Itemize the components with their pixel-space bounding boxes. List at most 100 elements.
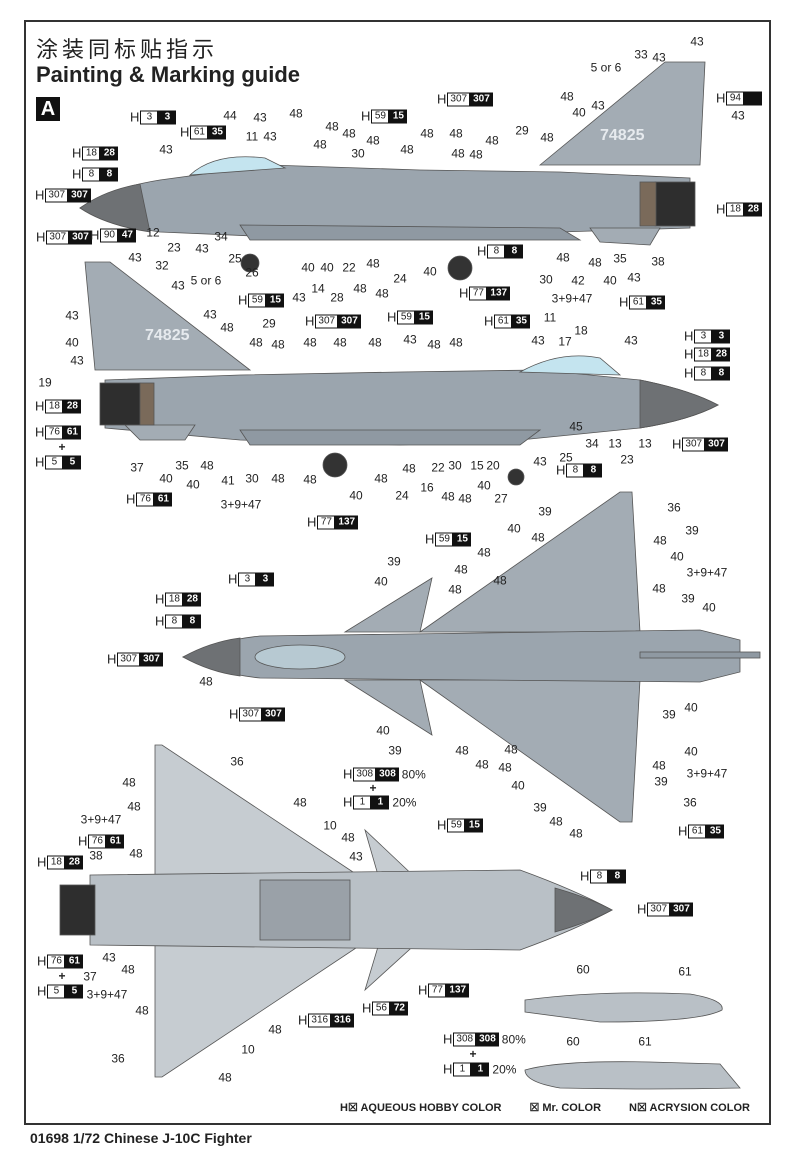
- part-number-label: 33: [634, 47, 648, 62]
- wing-lower: [154, 939, 370, 1078]
- mr-color-code: 28: [100, 146, 119, 160]
- hobby-color-code: 308: [453, 1032, 477, 1046]
- part-number-label: 40: [159, 471, 173, 486]
- mr-color-code: 28: [63, 399, 82, 413]
- part-number-label: 48: [540, 130, 554, 145]
- hobby-color-prefix: H: [298, 1012, 308, 1028]
- part-number-label: 48: [271, 471, 285, 486]
- fuel-tank-upper: [524, 992, 723, 1023]
- part-number-label: 38: [89, 848, 103, 863]
- mr-color-code: 28: [744, 202, 763, 216]
- part-number-label: 60: [576, 962, 590, 977]
- part-number-label: 48: [199, 674, 213, 689]
- mr-color-code: 307: [705, 437, 728, 451]
- part-number-label: 17: [558, 334, 572, 349]
- guide-frame: [24, 20, 771, 1125]
- part-number-label: 25: [228, 251, 242, 266]
- part-number-label: 39: [533, 800, 547, 815]
- part-number-label: 48: [249, 335, 263, 350]
- part-number-label: 39: [654, 774, 668, 789]
- part-number-label: 48: [560, 89, 574, 104]
- part-number-label: 40: [572, 105, 586, 120]
- side-view-right: 74825: [84, 261, 719, 486]
- part-number-label: 43: [159, 142, 173, 157]
- part-number-label: 36: [667, 500, 681, 515]
- part-number-label: 48: [493, 573, 507, 588]
- part-number-label: 39: [538, 504, 552, 519]
- mr-color-code: 3: [256, 572, 275, 586]
- part-number-label: 48: [498, 760, 512, 775]
- part-number-label: 16: [420, 480, 434, 495]
- hobby-color-code: 3: [694, 329, 713, 343]
- hobby-color-code: 76: [136, 492, 155, 506]
- mix-percent: 20%: [492, 1062, 517, 1076]
- part-number-label: 48: [366, 256, 380, 271]
- mix-plus-sign: +: [369, 781, 377, 795]
- part-number-label: 43: [591, 98, 605, 113]
- mr-color-code: 308: [376, 767, 399, 781]
- hobby-color-prefix: H: [684, 365, 694, 381]
- part-number-label: 12: [146, 225, 160, 240]
- part-number-label: 48: [441, 489, 455, 504]
- mr-color-code: 15: [453, 532, 472, 546]
- part-number-label: 14: [311, 281, 325, 296]
- part-number-label: 11: [543, 310, 557, 325]
- part-number-label: 48: [342, 126, 356, 141]
- mr-color-code: 8: [505, 244, 524, 258]
- part-number-label: 48: [293, 795, 307, 810]
- exhaust-nozzle: [654, 181, 696, 227]
- mr-color-code: 307: [68, 188, 91, 202]
- part-number-label: 48: [402, 461, 416, 476]
- part-number-label: 30: [448, 458, 462, 473]
- canopy: [518, 355, 622, 376]
- part-number-label: 48: [271, 337, 285, 352]
- part-number-label: 36: [230, 754, 244, 769]
- part-number-label: 43: [533, 454, 547, 469]
- hobby-color-prefix: H: [37, 854, 47, 870]
- hobby-color-code: 308: [353, 767, 377, 781]
- hobby-color-code: 8: [487, 244, 506, 258]
- part-number-label: 15: [470, 458, 484, 473]
- hobby-color-prefix: H: [238, 292, 248, 308]
- nose-gear-wheel: [507, 468, 525, 486]
- part-number-label: 43: [65, 308, 79, 323]
- part-number-label: 29: [515, 123, 529, 138]
- mr-color-code: 61: [65, 954, 84, 968]
- mr-color-code: 35: [647, 295, 666, 309]
- hobby-color-code: 3: [140, 110, 159, 124]
- hobby-color-prefix: H: [155, 613, 165, 629]
- part-number-label: 48: [341, 830, 355, 845]
- part-number-label: 43: [624, 333, 638, 348]
- hobby-color-code: 77: [317, 515, 336, 529]
- bottom-view: [59, 744, 613, 1078]
- part-number-label: 39: [388, 743, 402, 758]
- hobby-color-code: 5: [45, 455, 64, 469]
- mr-color-code: 137: [335, 515, 359, 529]
- mr-color-code: 307: [470, 92, 493, 106]
- hobby-color-code: 59: [371, 109, 390, 123]
- nose-cone: [182, 637, 241, 677]
- part-number-label: 3+9+47: [551, 291, 593, 306]
- intake: [259, 879, 351, 941]
- variant-badge: A: [36, 97, 60, 121]
- nose-cone: [79, 183, 151, 233]
- part-number-label: 48: [333, 335, 347, 350]
- mr-color-code: 3: [158, 110, 177, 124]
- external-tanks: [524, 992, 741, 1090]
- mr-color-code: 316: [331, 1013, 354, 1027]
- hobby-color-code: 18: [165, 592, 184, 606]
